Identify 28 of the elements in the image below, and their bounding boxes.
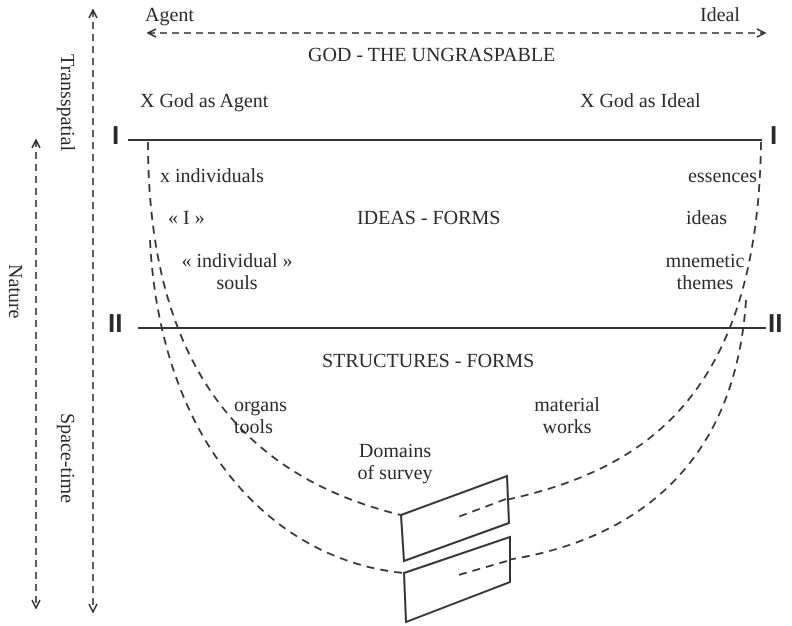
dashed-curve [147,142,402,516]
label: ideas [686,207,728,229]
axis-label: Space-time [56,413,78,503]
label: organs tools [234,394,288,438]
level-numeral: I [112,124,120,146]
level-numeral: II [768,312,782,334]
axis-label: Nature [4,264,26,318]
label: material works [533,394,601,438]
dashed-curve [510,300,747,560]
heading: STRUCTURES - FORMS [322,350,534,372]
label: Domains of survey [356,440,434,484]
axis-label: Agent [145,4,194,26]
level-numeral: II [108,312,122,334]
label: « I » [168,207,205,229]
label: « individual » souls [180,250,294,294]
label: mnemetic themes [664,250,746,294]
heading: GOD - THE UNGRASPABLE [308,44,556,66]
parallelogram-plane [402,535,512,624]
level-numeral: I [770,124,778,146]
label: X God as Agent [140,90,268,112]
label: X God as Ideal [580,90,701,112]
dashed-curve [508,142,762,500]
axis-label: Transspatial [56,54,78,152]
dashed-curve [149,240,404,574]
label: x individuals [160,165,264,187]
label: essences [688,165,757,187]
heading: IDEAS - FORMS [357,207,500,229]
axis-label: Ideal [700,4,740,26]
